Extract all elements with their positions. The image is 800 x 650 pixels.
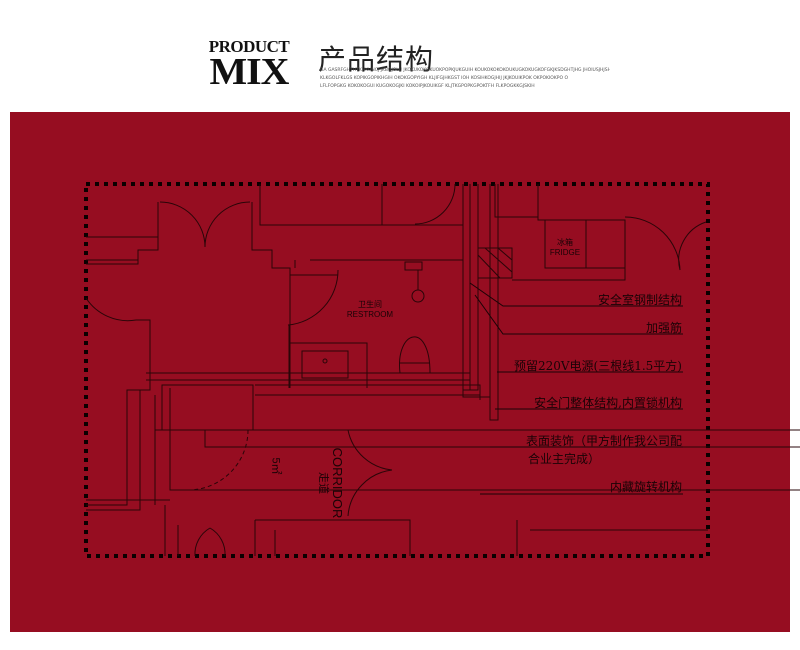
annotation-security-door: 安全门整体结构,内置锁机构 bbox=[534, 396, 682, 410]
restroom-en: RESTROOM bbox=[346, 310, 394, 319]
door-arc bbox=[624, 216, 707, 271]
wall bbox=[288, 259, 464, 388]
corridor-label: CORRIDOR 走道 bbox=[315, 423, 345, 543]
door-arc bbox=[287, 269, 339, 326]
steel-wall bbox=[462, 184, 491, 398]
door-arc bbox=[159, 201, 251, 248]
shower-head bbox=[411, 289, 425, 303]
boundary-dotted bbox=[84, 182, 710, 558]
wall bbox=[86, 319, 151, 511]
annotation-power: 预留220V电源(三根线1.5平方) bbox=[513, 359, 682, 373]
fridge-cn: 冰箱 bbox=[557, 238, 573, 247]
fine-print-line: LFLFOPGKG KOKOKOGUI KUGOKOGJKI KOKOIPJKO… bbox=[320, 84, 535, 89]
corridor-en: CORRIDOR bbox=[330, 447, 345, 519]
restroom-cn: 卫生间 bbox=[358, 300, 382, 309]
toilet bbox=[399, 336, 431, 374]
wall bbox=[254, 519, 708, 556]
annotation-reinforcement: 加强筋 bbox=[645, 321, 682, 335]
wall bbox=[157, 202, 338, 276]
door-arc bbox=[414, 183, 456, 225]
door-arc bbox=[85, 297, 137, 322]
wall bbox=[155, 429, 800, 556]
fine-print-line: KLKGOLFKLGS KOPIKGOPIKHGIH OKOKGOPYIGH K… bbox=[320, 76, 569, 81]
wall bbox=[86, 236, 159, 265]
shower-pipe bbox=[404, 261, 423, 290]
page-title: 产品结构 bbox=[318, 43, 435, 76]
leader-lines bbox=[469, 282, 683, 495]
hatched-column bbox=[477, 247, 513, 279]
annotation-surface-decor-2: 合业主完成） bbox=[527, 452, 600, 466]
vanity bbox=[290, 342, 368, 388]
brand-line2: MIX bbox=[209, 51, 290, 93]
wall bbox=[255, 384, 481, 400]
restroom-label: 卫生间 RESTROOM bbox=[340, 300, 400, 320]
fridge-en: FRIDGE bbox=[549, 248, 581, 257]
wall bbox=[494, 184, 626, 281]
brand-line1: PRODUCT bbox=[208, 37, 290, 56]
wall bbox=[259, 184, 463, 226]
brand-logo: PRODUCT MIX bbox=[196, 37, 302, 93]
annotation-steel-structure: 安全室钢制结构 bbox=[597, 293, 682, 307]
fine-print-line: GA GASRFGHTHTKHKUNCJ JKBOJOLU JKOKUKOKOK… bbox=[320, 68, 610, 73]
fridge-label: 冰箱 FRIDGE bbox=[545, 238, 585, 258]
wall bbox=[86, 395, 170, 505]
fine-print: GA GASRFGHTHTKHKUNCJ JKBOJOLU JKOKUKOKOK… bbox=[320, 67, 610, 91]
door-arc bbox=[347, 429, 393, 517]
door-arc bbox=[194, 527, 226, 557]
area-label: 5㎡ bbox=[269, 457, 282, 475]
door-swing-dashed bbox=[189, 429, 249, 491]
wall bbox=[146, 372, 471, 491]
faucet bbox=[322, 358, 328, 364]
corridor-cn: 走道 bbox=[317, 472, 329, 494]
annotation-rotating-mechanism: 内藏旋转机构 bbox=[609, 480, 682, 494]
annotation-surface-decor: 表面装饰（甲方制作我公司配 bbox=[525, 434, 682, 448]
